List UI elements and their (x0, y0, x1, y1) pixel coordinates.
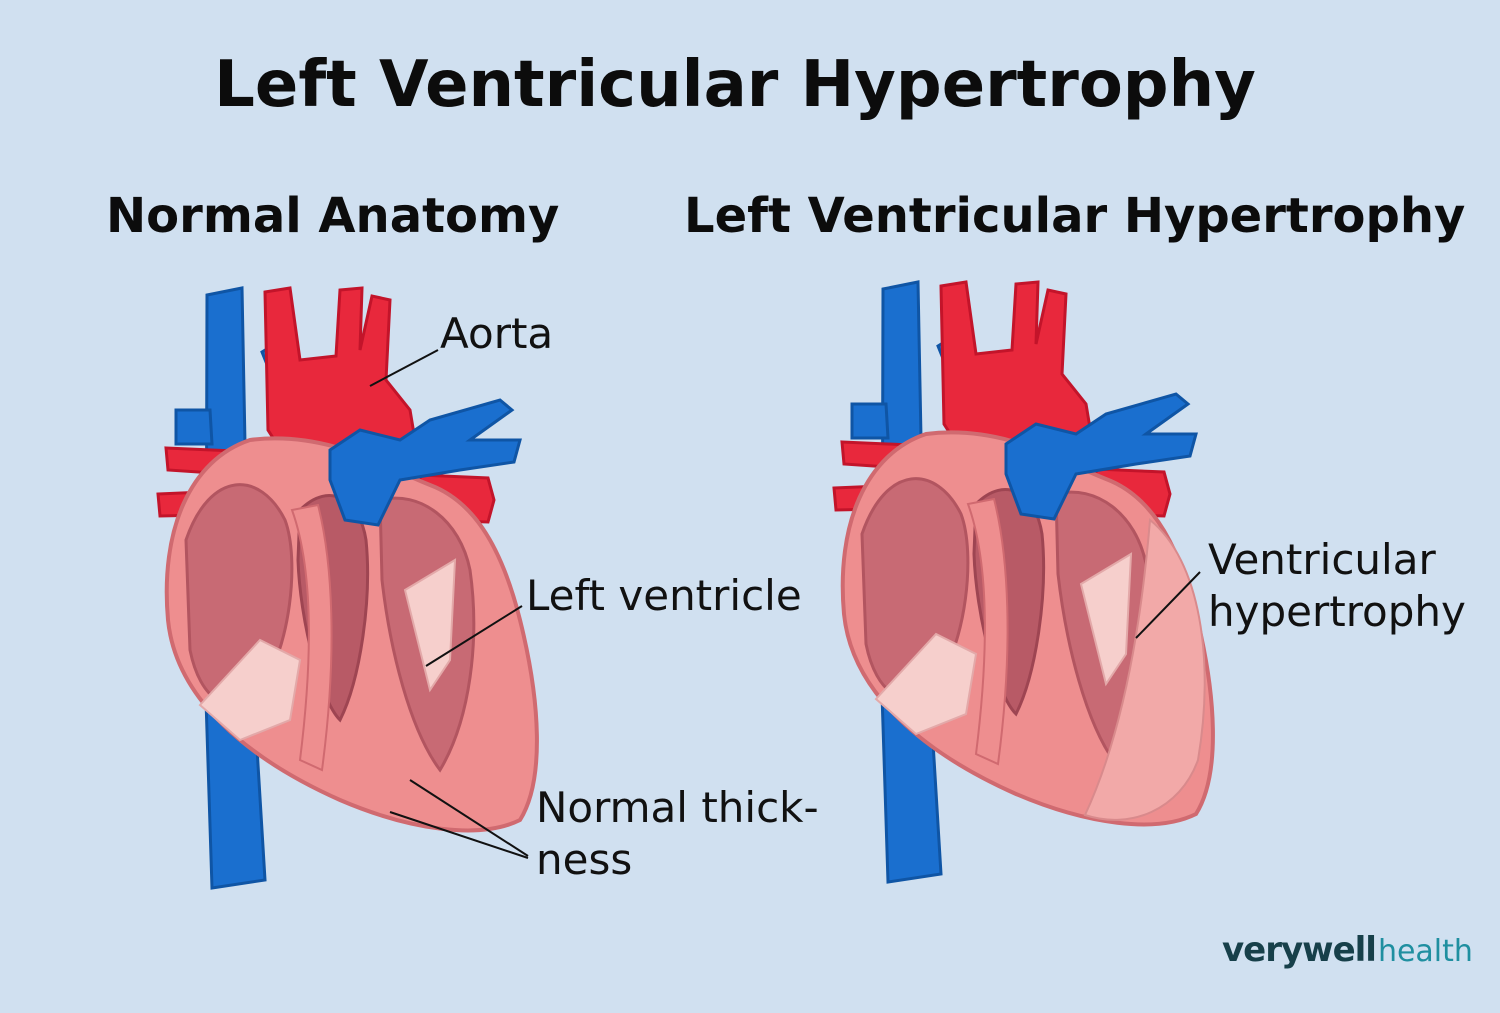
ventricular-hypertrophy-label: Ventricular hypertrophy (1208, 535, 1466, 636)
thickness-leader-line-lower (389, 811, 529, 859)
hypertrophy-leader-line (1135, 571, 1201, 639)
lvh-heading: Left Ventricular Hypertrophy (684, 188, 1466, 244)
page-title: Left Ventricular Hypertrophy (214, 48, 1256, 122)
verywell-health-logo: verywellhealth (1222, 930, 1473, 970)
thickness-leader-line-upper (409, 779, 529, 857)
normal-heart (156, 286, 539, 890)
thickened-wall (1083, 518, 1206, 821)
left-ventricle-label: Left ventricle (526, 571, 802, 620)
logo-brand: verywell (1222, 930, 1377, 970)
aorta-leader-line (369, 349, 439, 387)
normal-anatomy-heading: Normal Anatomy (106, 188, 560, 244)
logo-sub: health (1377, 934, 1473, 969)
left-ventricle-leader-line (425, 605, 523, 667)
normal-thickness-label: Normal thick- ness (536, 783, 819, 884)
aorta-label: Aorta (440, 309, 554, 358)
